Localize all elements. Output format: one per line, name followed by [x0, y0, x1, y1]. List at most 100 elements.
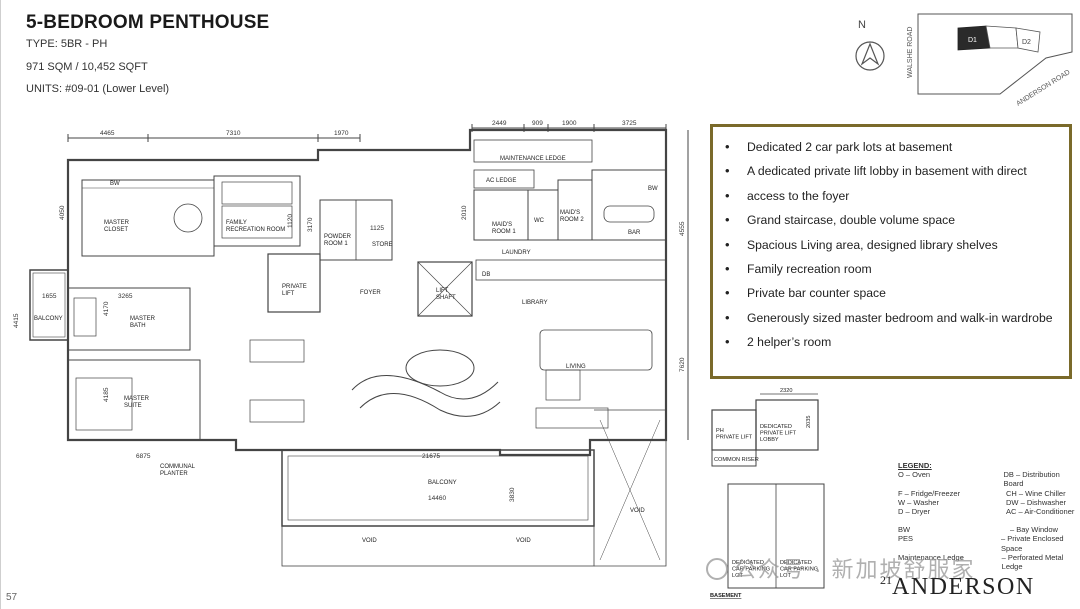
- dim-label: 3725: [622, 120, 637, 127]
- legend-row: Maintenance Ledge– Perforated Metal Ledg…: [898, 553, 1080, 571]
- dim-label: 3170: [307, 217, 314, 232]
- feature-item: A dedicated private lift lobby in baseme…: [723, 159, 1059, 184]
- legend-row: W – Washer DW – Dishwasher: [898, 498, 1080, 507]
- legend-row: O – Oven DB – Distribution Board: [898, 470, 1080, 488]
- dim-label: 1125: [370, 225, 384, 232]
- dim-label: 4185: [103, 387, 110, 402]
- room-label-bw: BW: [110, 181, 120, 187]
- legend-key: – Private Enclosed Space: [1001, 534, 1064, 553]
- unit-numbers: UNITS: #09-01 (Lower Level): [26, 83, 170, 95]
- dim-label: 1970: [334, 130, 349, 137]
- basement-dim-2: 2035: [806, 416, 812, 428]
- room-label-foyer: FOYER: [360, 290, 381, 296]
- legend-row: F – Fridge/Freezer CH – Wine Chiller: [898, 489, 1080, 498]
- dim-label: 2449: [492, 120, 507, 127]
- basement-title: BASEMENT: [710, 593, 742, 599]
- legend-key: F – Fridge/Freezer: [898, 488, 961, 498]
- room-label-laundry: LAUNDRY: [502, 250, 531, 256]
- north-arrow-icon: N: [855, 19, 885, 71]
- floor-plan: 4465 7310 1970 2449 909 1900 3725 4050 3…: [13, 120, 689, 567]
- north-label: N: [858, 19, 866, 31]
- room-label-void: VOID: [362, 538, 377, 544]
- room-label-void: VOID: [516, 538, 531, 544]
- dim-label: 21675: [422, 453, 440, 460]
- feature-item: 2 helper’s room: [723, 330, 1059, 355]
- feature-item: Family recreation room: [723, 257, 1059, 282]
- dim-label: 2010: [461, 205, 468, 220]
- legend-key: CH – Wine Chiller: [1006, 488, 1066, 498]
- legend-key: BW: [898, 525, 911, 535]
- legend-row: PES – Private Enclosed Space: [898, 534, 1080, 552]
- basement-dim: 2320: [780, 388, 792, 394]
- dim-label: 1120: [287, 214, 294, 228]
- room-label-ac-ledge: AC LEDGE: [486, 178, 516, 184]
- brand-number: 21: [880, 573, 892, 587]
- legend-key: O – Oven: [898, 470, 931, 480]
- dim-label: 4415: [13, 313, 20, 328]
- feature-item: Dedicated 2 car park lots at basement: [723, 135, 1059, 160]
- site-key-plan: N D1 D2 WALSHE ROAD ANDERSON ROAD: [855, 13, 1073, 108]
- room-label-bar: BAR: [628, 230, 641, 236]
- unit-area: 971 SQM / 10,452 SQFT: [26, 61, 148, 73]
- legend-key: Maintenance Ledge: [898, 552, 964, 562]
- room-label-living: LIVING: [566, 364, 586, 370]
- room-label-balcony-left: BALCONY: [34, 316, 63, 322]
- feature-item: Generously sized master bedroom and walk…: [723, 306, 1059, 331]
- dim-label: 1655: [42, 293, 57, 300]
- room-label-maintenance-ledge: MAINTENANCE LEDGE: [500, 156, 566, 162]
- dim-label: 3830: [509, 487, 516, 502]
- dim-label: 4170: [103, 301, 110, 316]
- page-number: 57: [6, 592, 18, 603]
- basement-common-riser: COMMON RISER: [714, 457, 759, 463]
- room-label-void: VOID: [630, 508, 645, 514]
- legend-key: PES: [898, 534, 914, 544]
- legend-key: D – Dryer: [898, 507, 931, 517]
- brand-name: ANDERSON: [892, 574, 1035, 600]
- legend-key: DW – Dishwasher: [1006, 497, 1067, 507]
- dim-label: 7310: [226, 130, 241, 137]
- features-box: Dedicated 2 car park lots at basement A …: [710, 124, 1072, 379]
- brand-logo: 21ANDERSON: [880, 573, 1035, 601]
- block-d2-label: D2: [1022, 39, 1031, 46]
- room-label-balcony: BALCONY: [428, 480, 457, 486]
- dim-label: 4555: [679, 221, 686, 236]
- dim-label: 909: [532, 120, 543, 127]
- features-list: Dedicated 2 car park lots at basement A …: [713, 127, 1069, 355]
- dim-label: 14460: [428, 495, 446, 502]
- room-label-library: LIBRARY: [522, 300, 548, 306]
- legend-row: BW – Bay Window: [898, 525, 1080, 534]
- watermark-text: 公众号 · 新加坡舒服家: [734, 557, 976, 582]
- feature-item: Grand staircase, double volume space: [723, 208, 1059, 233]
- page-title: 5-BEDROOM PENTHOUSE: [26, 12, 270, 33]
- unit-type: TYPE: 5BR - PH: [26, 38, 108, 50]
- legend-key: – Bay Window: [1010, 525, 1058, 535]
- feature-item-continued: access to the foyer: [723, 184, 1059, 209]
- feature-item: Spacious Living area, designed library s…: [723, 233, 1059, 258]
- legend-key: W – Washer: [898, 497, 939, 507]
- dim-label: 7620: [679, 357, 686, 372]
- room-label-db: DB: [482, 272, 490, 278]
- dim-label: 3265: [118, 293, 133, 300]
- legend-key: DB – Distribution Board: [1003, 470, 1060, 489]
- dim-label: 1900: [562, 120, 577, 127]
- feature-item: Private bar counter space: [723, 281, 1059, 306]
- watermark: 公众号 · 新加坡舒服家: [706, 552, 976, 584]
- room-label-wc: WC: [534, 218, 545, 224]
- wechat-icon: [706, 558, 728, 580]
- block-d1-label: D1: [968, 37, 977, 44]
- dim-label: 6875: [136, 453, 151, 460]
